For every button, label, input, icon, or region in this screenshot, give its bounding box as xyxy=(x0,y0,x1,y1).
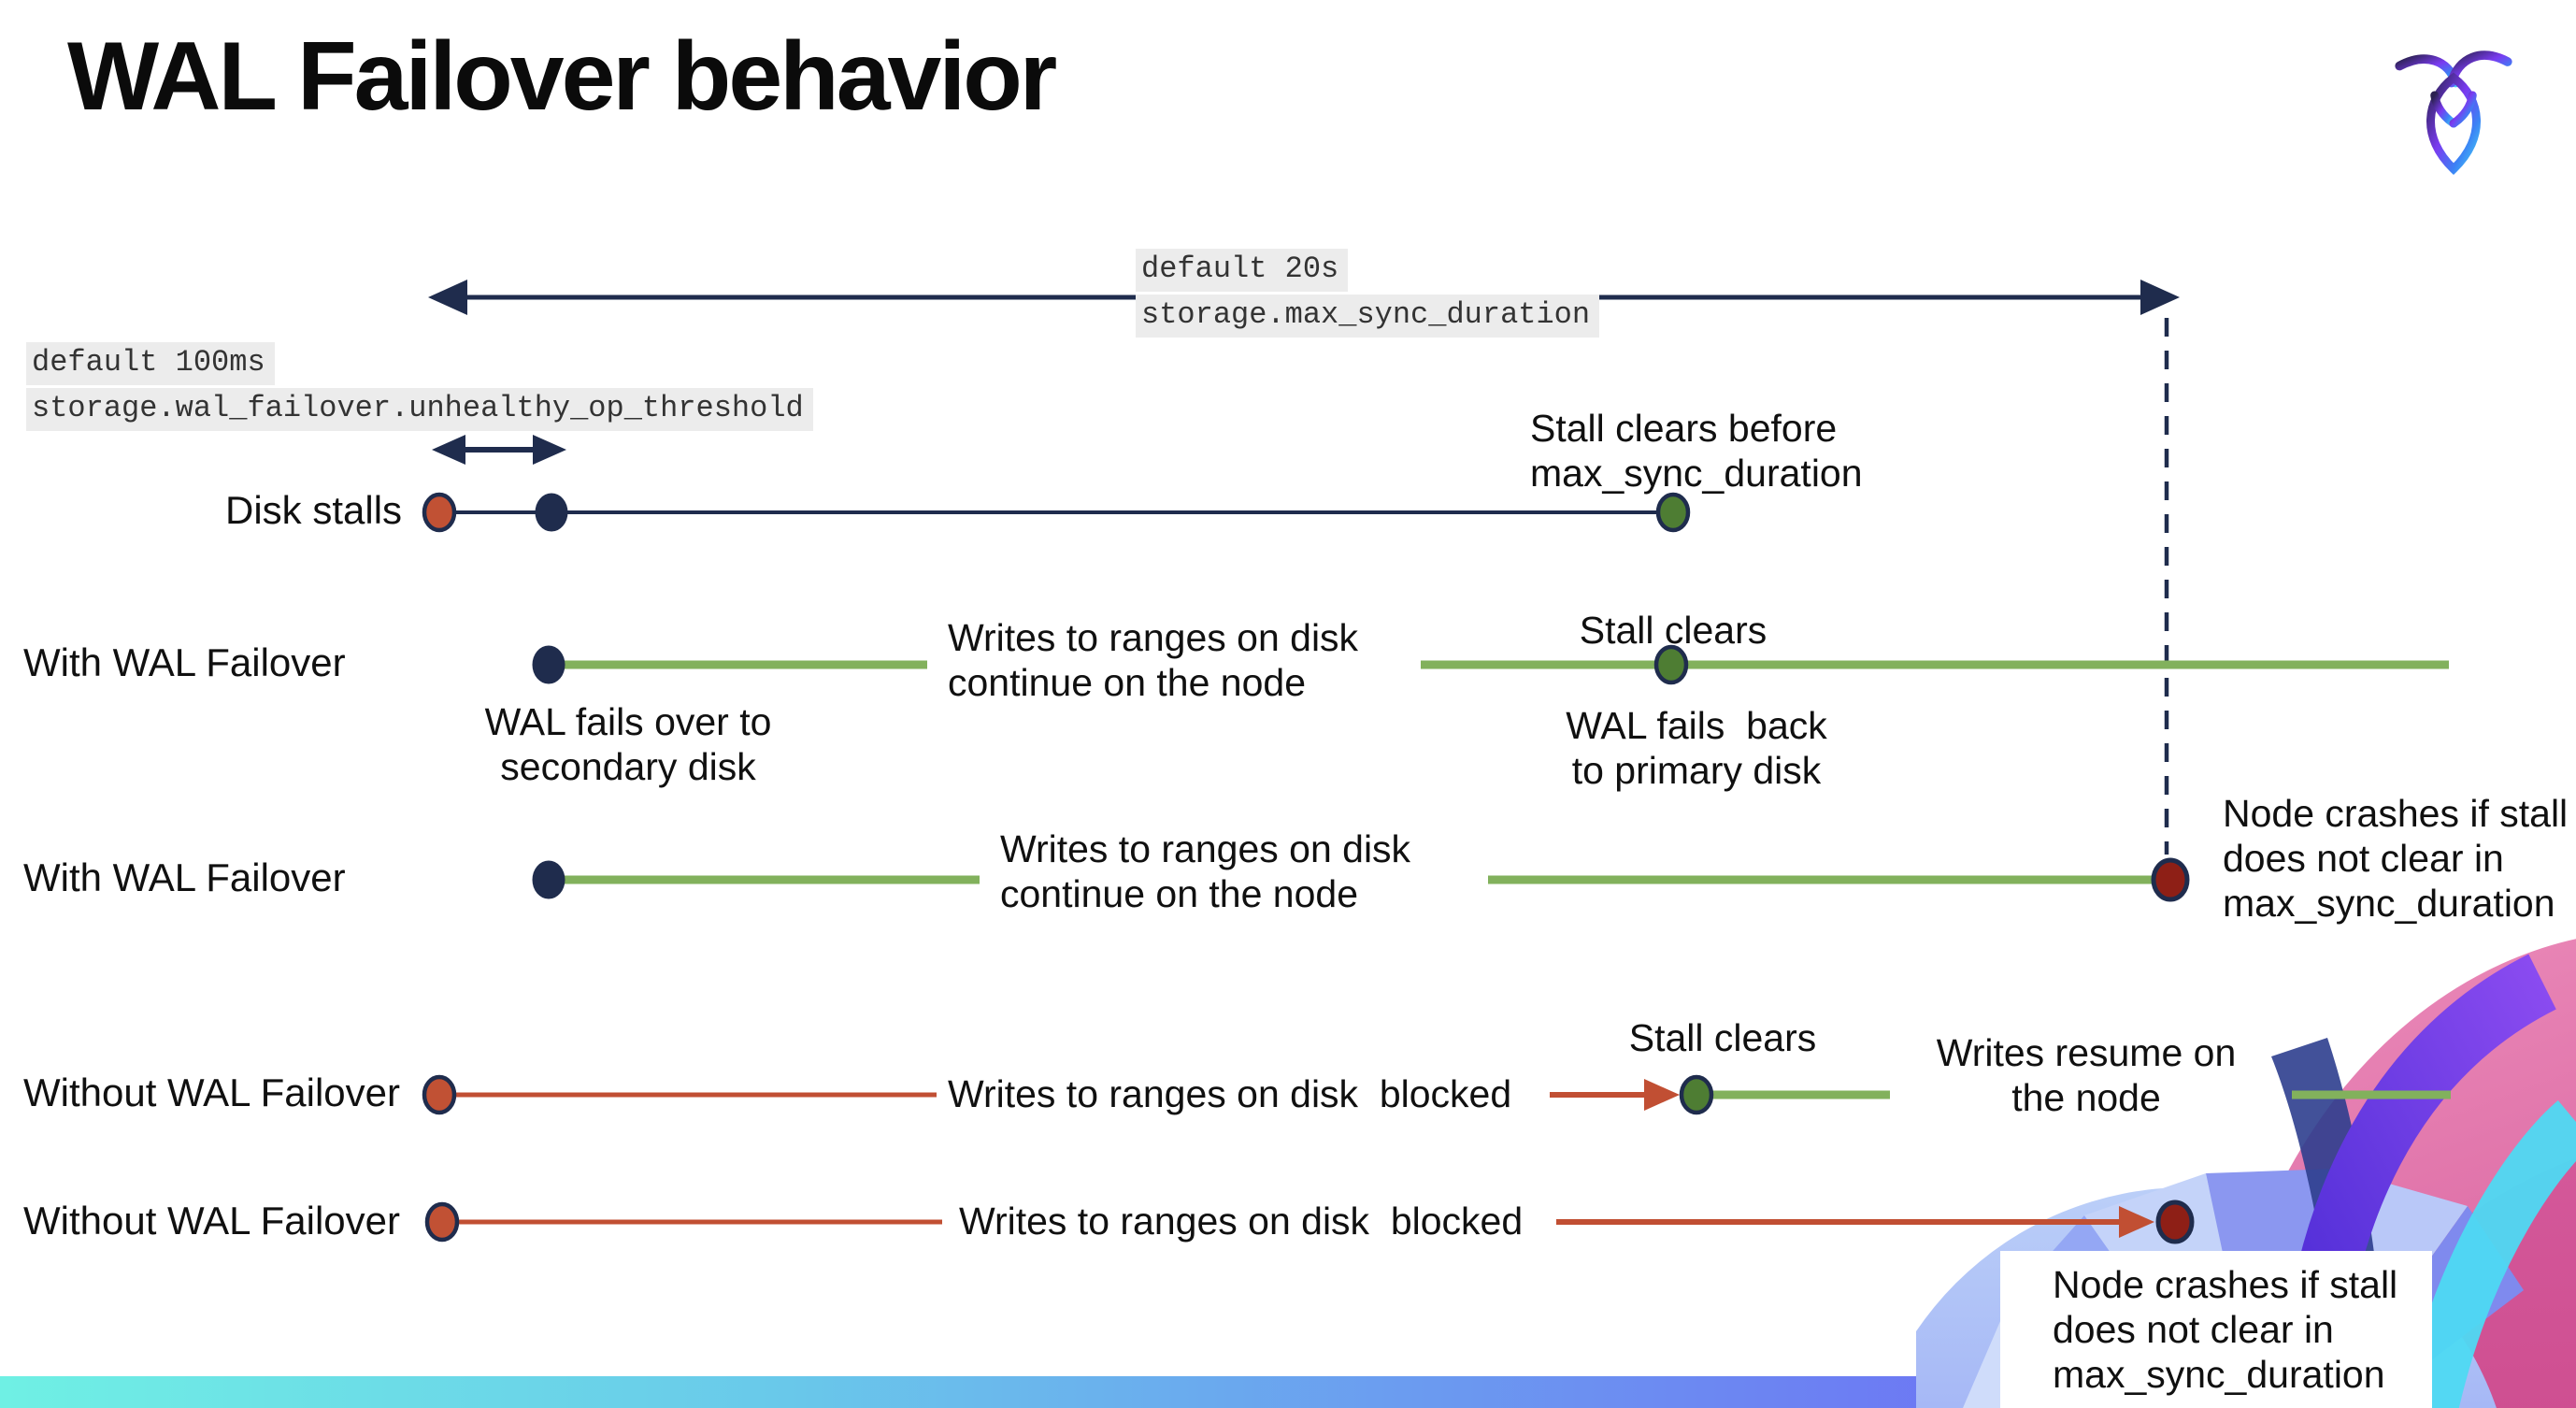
annotation-writes-blocked-2: Writes to ranges on disk blocked xyxy=(959,1200,1524,1243)
config-setting-name: storage.max_sync_duration xyxy=(1136,295,1600,338)
failover-dot xyxy=(532,860,565,899)
stall-start-dot xyxy=(422,492,457,533)
failover-dot xyxy=(532,645,565,684)
unhealthy-op-config-label: default 100ms storage.wal_failover.unhea… xyxy=(26,342,813,434)
row-label-with-wal-failover-1: With WAL Failover xyxy=(23,640,346,684)
max-sync-config-label: default 20s storage.max_sync_duration xyxy=(1136,249,1600,340)
row-label-with-wal-failover-2: With WAL Failover xyxy=(23,855,346,899)
config-default-value: default 100ms xyxy=(26,342,275,385)
annotation-node-crashes-2: Node crashes if stall does not clear in … xyxy=(2053,1263,2398,1396)
node-crash-dot xyxy=(2155,1200,2195,1244)
stall-clear-dot xyxy=(1655,492,1691,533)
annotation-writes-continue-1: Writes to ranges on disk continue on the… xyxy=(948,616,1359,704)
cockroachdb-logo-icon xyxy=(2395,50,2512,175)
annotation-wal-fails-over: WAL fails over to secondary disk xyxy=(484,700,772,788)
annotation-writes-continue-2: Writes to ranges on disk continue on the… xyxy=(1000,827,1411,915)
row-label-without-wal-failover-1: Without WAL Failover xyxy=(23,1070,400,1114)
stall-clear-dot xyxy=(1653,644,1689,685)
node-crash-callout-box xyxy=(2000,1251,2432,1408)
node-crash-dot xyxy=(2151,857,2190,902)
threshold-dot xyxy=(535,493,568,532)
timeline-without-wal-failover-1 xyxy=(422,1074,2451,1115)
annotation-node-crashes-1: Node crashes if stall does not clear in … xyxy=(2223,792,2569,925)
annotation-stall-clears-4: Stall clears xyxy=(1628,1016,1817,1059)
annotation-stall-clears-2: Stall clears xyxy=(1579,609,1767,652)
unhealthy-op-threshold-arrow xyxy=(432,435,566,465)
stall-clear-dot xyxy=(1679,1074,1714,1115)
stall-start-dot xyxy=(424,1201,460,1243)
page-title: WAL Failover behavior xyxy=(67,22,1057,131)
timeline-with-wal-failover-2 xyxy=(532,857,2190,902)
annotation-writes-blocked-1: Writes to ranges on disk blocked xyxy=(948,1072,1512,1115)
timeline-with-wal-failover-1 xyxy=(532,644,2449,685)
timeline-without-wal-failover-2 xyxy=(424,1200,2195,1244)
annotation-stall-clears-before: Stall clears before max_sync_duration xyxy=(1530,407,1863,495)
stall-start-dot xyxy=(422,1074,457,1115)
config-setting-name: storage.wal_failover.unhealthy_op_thresh… xyxy=(26,388,813,431)
timeline-disk-stalls xyxy=(422,492,1691,533)
annotation-writes-resume: Writes resume on the node xyxy=(1936,1031,2237,1119)
annotation-wal-fails-back: WAL fails back to primary disk xyxy=(1566,704,1827,792)
row-label-without-wal-failover-2: Without WAL Failover xyxy=(23,1199,400,1243)
row-label-disk-stalls: Disk stalls xyxy=(225,488,403,532)
config-default-value: default 20s xyxy=(1136,249,1349,292)
